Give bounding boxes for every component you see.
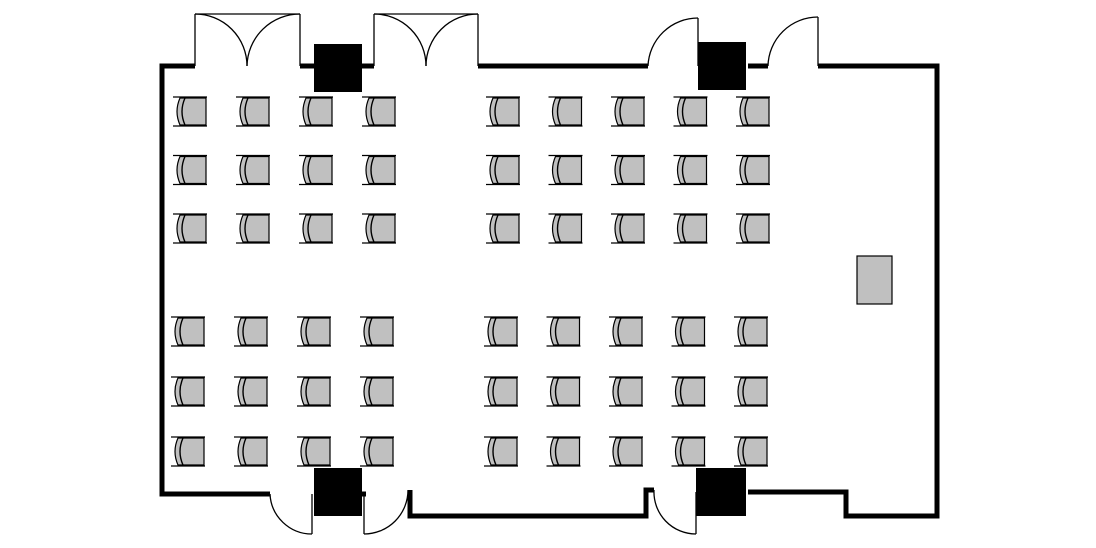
door-top-2[interactable] bbox=[246, 13, 301, 67]
chair-back-left-r3-c2[interactable] bbox=[234, 436, 268, 467]
chair-front-left-r3-c3[interactable] bbox=[299, 213, 333, 244]
chair-front-left-r2-c2[interactable] bbox=[236, 154, 270, 186]
door-top-1[interactable] bbox=[194, 13, 248, 67]
chair-back-right-r2-c3[interactable] bbox=[609, 376, 643, 407]
door-bottom-1[interactable] bbox=[269, 493, 313, 535]
door-top-6[interactable] bbox=[767, 16, 819, 67]
pillar-top-left bbox=[314, 44, 362, 92]
chair-back-right-r3-c4[interactable] bbox=[671, 436, 706, 467]
chair-back-right-r3-c2[interactable] bbox=[546, 436, 581, 467]
walls bbox=[159, 63, 940, 519]
chair-back-left-r3-c4[interactable] bbox=[360, 436, 394, 467]
chair-front-left-r1-c3[interactable] bbox=[299, 96, 333, 127]
chair-back-left-r3-c3[interactable] bbox=[297, 436, 331, 467]
chair-back-left-r1-c2[interactable] bbox=[234, 316, 268, 347]
door-top-5[interactable] bbox=[647, 17, 699, 67]
chair-back-right-r3-c5[interactable] bbox=[734, 436, 768, 467]
chair-back-left-r2-c2[interactable] bbox=[234, 376, 268, 407]
wall-bottom-middle bbox=[407, 487, 654, 519]
chair-back-left-r1-c1[interactable] bbox=[171, 316, 205, 347]
chair-back-right-r1-c3[interactable] bbox=[609, 316, 643, 347]
chair-back-right-r3-c1[interactable] bbox=[484, 436, 518, 467]
chair-front-right-r3-c2[interactable] bbox=[548, 213, 583, 244]
chair-front-left-r2-c3[interactable] bbox=[299, 154, 333, 186]
chair-back-right-r2-c2[interactable] bbox=[546, 376, 581, 407]
chair-front-right-r1-c5[interactable] bbox=[736, 96, 770, 127]
chair-back-left-r2-c4[interactable] bbox=[360, 376, 394, 407]
chair-front-right-r3-c1[interactable] bbox=[486, 213, 520, 244]
pillar-bottom-left bbox=[314, 468, 362, 516]
chair-back-right-r3-c3[interactable] bbox=[609, 436, 643, 467]
chair-back-left-r2-c1[interactable] bbox=[171, 376, 205, 407]
pillar-top-right bbox=[698, 42, 746, 90]
podium[interactable] bbox=[856, 255, 893, 305]
chair-front-right-r3-c4[interactable] bbox=[673, 213, 708, 244]
chair-back-right-r2-c4[interactable] bbox=[671, 376, 706, 407]
chair-front-left-r2-c1[interactable] bbox=[173, 154, 207, 186]
door-top-3[interactable] bbox=[373, 13, 427, 67]
chair-front-right-r2-c5[interactable] bbox=[736, 154, 770, 186]
chair-front-right-r3-c5[interactable] bbox=[736, 213, 770, 244]
chair-back-left-r3-c1[interactable] bbox=[171, 436, 205, 467]
chair-back-left-r2-c3[interactable] bbox=[297, 376, 331, 407]
chair-front-right-r2-c4[interactable] bbox=[673, 154, 708, 186]
door-top-4[interactable] bbox=[425, 13, 479, 67]
chair-back-left-r1-c3[interactable] bbox=[297, 316, 331, 347]
door-bottom-2[interactable] bbox=[363, 489, 409, 535]
chair-front-left-r1-c4[interactable] bbox=[362, 96, 396, 127]
chair-front-right-r1-c2[interactable] bbox=[548, 96, 583, 127]
chair-back-right-r1-c2[interactable] bbox=[546, 316, 581, 347]
chair-back-right-r1-c1[interactable] bbox=[484, 316, 518, 347]
chair-front-left-r2-c4[interactable] bbox=[362, 154, 396, 186]
chair-front-right-r1-c3[interactable] bbox=[611, 96, 645, 127]
chairs bbox=[171, 96, 770, 467]
wall-top-right bbox=[748, 63, 940, 519]
chair-back-right-r1-c4[interactable] bbox=[671, 316, 706, 347]
chair-front-right-r3-c3[interactable] bbox=[611, 213, 645, 244]
pillars bbox=[314, 42, 746, 516]
chair-front-right-r2-c2[interactable] bbox=[548, 154, 583, 186]
chair-front-left-r3-c4[interactable] bbox=[362, 213, 396, 244]
pillar-bottom-right bbox=[696, 468, 746, 516]
chair-back-right-r2-c5[interactable] bbox=[734, 376, 768, 407]
chair-front-right-r2-c1[interactable] bbox=[486, 154, 520, 186]
chair-front-left-r1-c1[interactable] bbox=[173, 96, 207, 127]
chair-front-right-r2-c3[interactable] bbox=[611, 154, 645, 186]
door-bottom-3[interactable] bbox=[653, 489, 697, 535]
chair-front-right-r1-c1[interactable] bbox=[486, 96, 520, 127]
chair-front-left-r3-c2[interactable] bbox=[236, 213, 270, 244]
chair-back-right-r2-c1[interactable] bbox=[484, 376, 518, 407]
chair-front-left-r1-c2[interactable] bbox=[236, 96, 270, 127]
chair-front-left-r3-c1[interactable] bbox=[173, 213, 207, 244]
chair-back-left-r1-c4[interactable] bbox=[360, 316, 394, 347]
chair-front-right-r1-c4[interactable] bbox=[673, 96, 708, 127]
chair-back-right-r1-c5[interactable] bbox=[734, 316, 768, 347]
wall-top-left bbox=[159, 63, 270, 497]
